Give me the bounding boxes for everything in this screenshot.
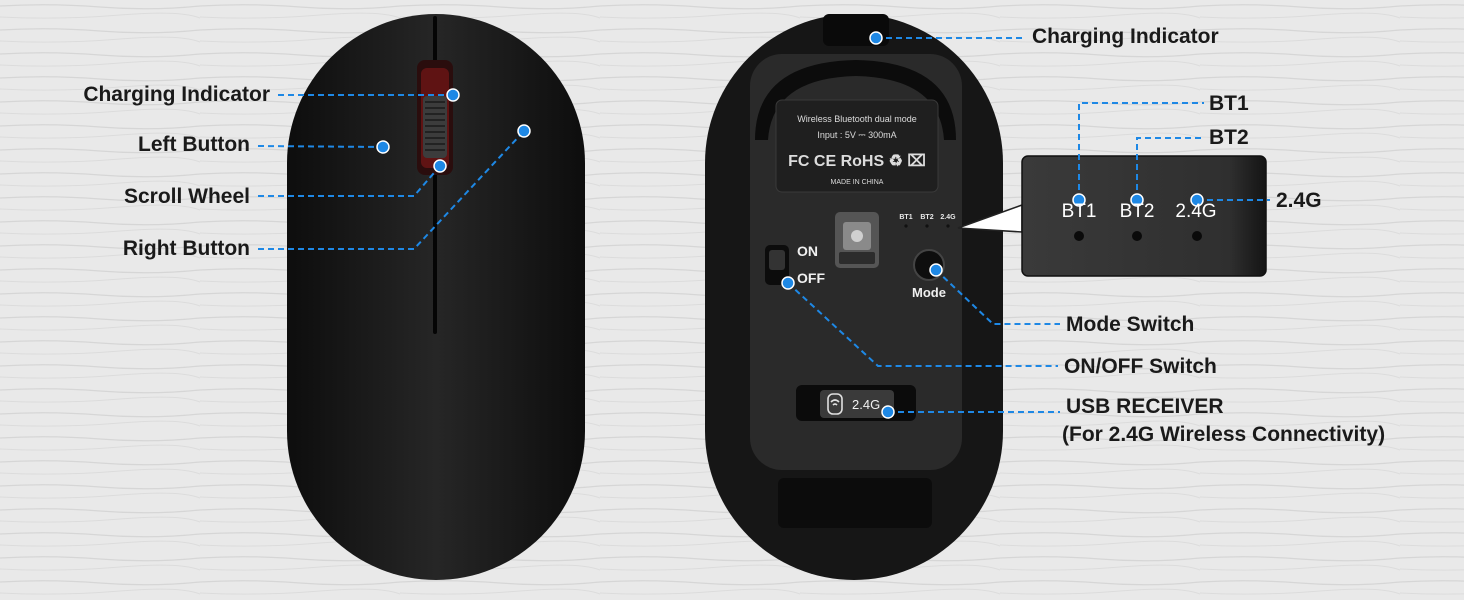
dot-charging-top: [446, 88, 460, 102]
dot-left-button: [376, 140, 390, 154]
callout-line-mode-switch: [935, 269, 1060, 325]
callout-line-onoff: [787, 282, 1058, 367]
zoom-led-bt1: [1074, 231, 1084, 241]
label-charging-indicator-top: Charging Indicator: [83, 83, 270, 106]
label-24g: 2.4G: [1276, 189, 1322, 212]
mini-led-labels: BT1 BT2 2.4G: [899, 214, 956, 221]
label-mode-switch: Mode Switch: [1066, 313, 1195, 336]
led-zoom-panel: [957, 155, 1267, 277]
callout-line-bt1: [1078, 102, 1204, 200]
zoom-panel-labels: BT1 BT2 2.4G: [1062, 201, 1217, 222]
label-usb-receiver-sub: (For 2.4G Wireless Connectivity): [1062, 423, 1386, 446]
zoom-panel-body: [1021, 155, 1267, 277]
switch-off-label: OFF: [797, 270, 825, 286]
bottom-glide-foot: [778, 478, 932, 528]
label-left-button: Left Button: [138, 133, 250, 156]
callout-line-scroll-wheel: [258, 165, 441, 197]
sticker-certification-marks: FC CE RoHS ♻ ⌧: [788, 153, 926, 170]
top-glide-foot: [755, 60, 956, 140]
callout-dots: [376, 31, 1204, 419]
zoom-label-24g: 2.4G: [1175, 201, 1216, 222]
on-off-slider-knob: [769, 250, 785, 270]
dot-mode-switch: [929, 263, 943, 277]
wireless-icon: [827, 393, 843, 415]
dot-usb-receiver: [881, 405, 895, 419]
label-usb-receiver: USB RECEIVER: [1066, 395, 1224, 418]
dot-charging-bottom: [869, 31, 883, 45]
callout-line-left-button: [257, 145, 384, 148]
callout-line-bt2: [1136, 137, 1204, 200]
usb-receiver: [820, 390, 894, 418]
label-onoff-switch: ON/OFF Switch: [1064, 355, 1217, 378]
zoom-label-bt2: BT2: [1120, 201, 1155, 222]
sticker-line2: Input : 5V ⎓ 300mA: [817, 130, 896, 140]
callout-lines: [257, 37, 1270, 413]
sticker-line3: MADE IN CHINA: [831, 179, 884, 186]
label-charging-indicator-bottom: Charging Indicator: [1032, 25, 1219, 48]
mini-led-24g-label: 2.4G: [940, 214, 956, 221]
dot-right-button: [517, 124, 531, 138]
switch-on-label: ON: [797, 243, 818, 259]
dot-scroll-wheel: [433, 159, 447, 173]
mouse-top-view: [287, 14, 585, 580]
zoom-led-bt2: [1132, 231, 1142, 241]
sticker-text: Wireless Bluetooth dual mode Input : 5V …: [788, 114, 926, 186]
zoom-led-24g: [1192, 231, 1202, 241]
mini-led-bt1-label: BT1: [899, 214, 912, 221]
mode-button-label: Mode: [912, 285, 946, 300]
dot-bt1: [1072, 193, 1086, 207]
scroll-wheel: [423, 96, 447, 158]
bottom-markings: ON OFF Mode 2.4G: [797, 243, 946, 412]
label-bt1: BT1: [1209, 92, 1249, 115]
dot-24g: [1190, 193, 1204, 207]
callout-line-right-button: [258, 130, 525, 250]
dot-onoff: [781, 276, 795, 290]
receiver-label: 2.4G: [852, 397, 880, 412]
label-scroll-wheel: Scroll Wheel: [123, 185, 250, 208]
label-bt2: BT2: [1209, 126, 1249, 149]
zoom-label-bt1: BT1: [1062, 201, 1097, 222]
dot-bt2: [1130, 193, 1144, 207]
mini-led-bt2-label: BT2: [920, 214, 933, 221]
sticker-line1: Wireless Bluetooth dual mode: [797, 114, 917, 124]
label-right-button: Right Button: [122, 237, 250, 260]
mouse-bottom-view: [705, 14, 1003, 580]
spec-sticker: [775, 99, 939, 193]
